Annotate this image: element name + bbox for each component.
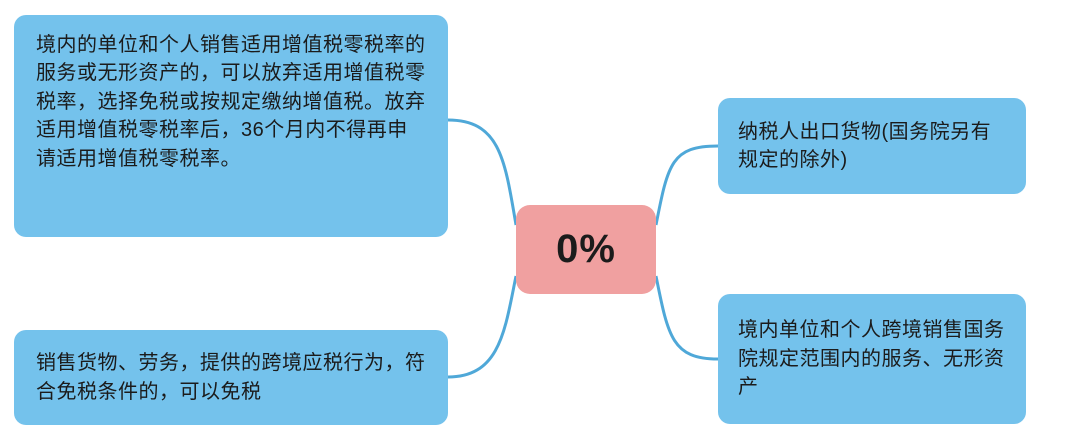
connector-center-to-bottom-right [654,275,719,361]
connector-center-to-top-left [447,118,518,226]
node-center: 0% [516,205,656,294]
node-top-right: 纳税人出口货物(国务院另有规定的除外) [718,98,1026,194]
node-bottom-right: 境内单位和个人跨境销售国务院规定范围内的服务、无形资产 [718,294,1026,424]
node-top-left-text: 境内的单位和个人销售适用增值税零税率的服务或无形资产的，可以放弃适用增值税零税率… [36,34,426,170]
node-top-left: 境内的单位和个人销售适用增值税零税率的服务或无形资产的，可以放弃适用增值税零税率… [14,15,448,237]
node-bottom-right-text: 境内单位和个人跨境销售国务院规定范围内的服务、无形资产 [738,319,1005,399]
connector-center-to-bottom-left [447,275,518,379]
node-top-right-text: 纳税人出口货物(国务院另有规定的除外) [738,120,992,171]
node-bottom-left: 销售货物、劳务，提供的跨境应税行为，符合免税条件的，可以免税 [14,330,448,425]
node-center-label: 0% [556,227,616,272]
node-bottom-left-text: 销售货物、劳务，提供的跨境应税行为，符合免税条件的，可以免税 [36,352,426,403]
connector-center-to-top-right [654,144,719,226]
